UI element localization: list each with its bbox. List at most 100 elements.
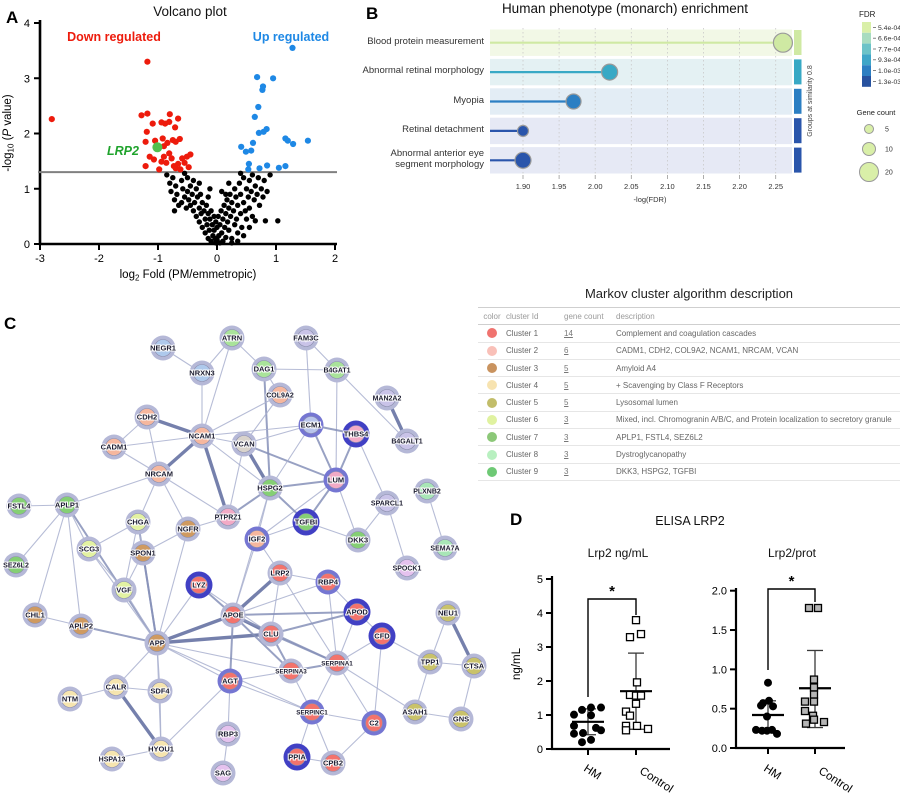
gene-count-link[interactable]: 5 [564,363,569,373]
network-node-SPON1: SPON1 [129,540,157,566]
x-tick-label: 0 [214,253,220,265]
network-edge [142,552,158,644]
volcano-title: Volcano plot [153,4,227,19]
network-edge [15,504,68,566]
gene-count-link[interactable]: 6 [564,346,569,356]
network-node-label: APLP2 [69,621,93,630]
network-edge [156,642,231,682]
y-tick-label: 1.5 [712,625,727,637]
network-node-label: SPON1 [130,548,155,557]
cluster-description: Mixed, incl. Chromogranin A/B/C, and Pro… [616,415,892,425]
y-tick-label: 4 [537,608,543,620]
elisa-left-subtitle: Lrp2 ng/mL [587,546,649,560]
network-node-label: FSTL4 [8,501,32,510]
row-stripe [490,117,792,145]
gene-count-link[interactable]: 5 [564,398,569,408]
cluster-description: Complement and coagulation cascades [616,328,757,338]
y-tick-label: 2.0 [712,586,727,598]
cluster-row: Cluster 5 5 Lysosomal lumen [478,394,900,412]
network-node-ASAH1: ASAH1 [401,699,429,725]
gene-count-link[interactable]: 3 [564,432,569,442]
network-node-label: NRCAM [145,469,173,478]
group-bar [794,118,802,144]
network-node-APP: APP [144,630,170,656]
network-node-FAM3C: FAM3C [292,325,320,351]
network-node-label: ECM1 [301,420,322,429]
x-tick-label: 2.25 [768,182,783,191]
panel-c-label: C [4,314,17,333]
network-node-HSPG2: HSPG2 [256,475,284,501]
network-edge [373,635,383,724]
fdr-legend-label: 1.3e-03 [878,79,900,86]
gene-count-link[interactable]: 3 [564,450,569,460]
axes [550,576,670,751]
network-node-CTSA: CTSA [461,653,487,679]
category-label: Control [816,765,854,795]
network-node-RBP3: RBP3 [215,721,241,747]
lollipop-circle [772,32,794,53]
x-tick-label: 1.90 [516,182,531,191]
cluster-color-dot [487,414,497,425]
network-node-B4GALT1: B4GALT1 [390,428,424,454]
network-node-CDH2: CDH2 [134,404,160,430]
y-tick-label: 0.0 [712,743,727,755]
cluster-id: Cluster 3 [506,363,539,373]
network-edge [156,613,234,645]
network-node-label: CALR [106,682,127,691]
network-node-label: CADM1 [101,442,128,451]
gene-count-link[interactable]: 5 [564,380,569,390]
network-node-label: FAM3C [293,333,319,342]
network-node-label: SDF4 [150,686,170,695]
network-node-label: SERPINA3 [275,668,307,675]
network-node-label: TGFBI [295,517,318,526]
network-node-label: SEMA7A [430,545,459,552]
network-node-SEZ6L2: SEZ6L2 [2,552,30,578]
y-axis-label: ng/mL [511,647,523,680]
volcano-points-not-significant [164,170,281,246]
network-node-label: DAG1 [254,364,275,373]
network-node-VGF: VGF [111,577,137,603]
network-edge [201,394,281,437]
network-node-NTM: NTM [57,686,83,712]
network-node-label: CLU [263,629,278,638]
network-edge [201,424,312,437]
y-tick-label: 0.5 [712,704,727,716]
gene-count-legend-title: Gene count [857,108,897,117]
cluster-row: Cluster 8 3 Dystroglycanopathy [478,446,900,464]
network-node-label: VGF [116,585,132,594]
network-node-label: LUM [328,475,344,484]
gene-count-link[interactable]: 3 [564,467,569,477]
network-node-label: NRXN3 [189,368,214,377]
network-edge [66,504,158,644]
network-node-CFD: CFD [368,622,396,650]
fdr-legend-label: 7.7e-04 [878,46,900,53]
volcano-annotation: Up regulated [253,30,329,44]
cluster-description: Lysosomal lumen [616,398,678,408]
network-node-MAN2A2: MAN2A2 [372,385,402,411]
cluster-color-dot [487,328,497,339]
gene-count-link[interactable]: 14 [564,328,573,338]
network-node-SPARCL1: SPARCL1 [370,490,404,516]
gene-count-circle [864,124,874,134]
network-node-CPB2: CPB2 [320,750,346,776]
x-tick-label: 2.15 [696,182,711,191]
points-Control [621,615,653,735]
network-edge [201,337,233,437]
group-bar [794,59,802,85]
y-tick-label: 1 [537,710,543,722]
network-node-label: CTSA [464,661,485,670]
network-node-label: ATRN [222,333,242,342]
axes [734,588,845,750]
network-node-CADM1: CADM1 [100,434,128,460]
enrichment-row-label: Retinal detachment [402,124,484,135]
gene-count-link[interactable]: 3 [564,415,569,425]
cluster-id: Cluster 7 [506,432,539,442]
significance-star: * [789,573,795,590]
cluster-id: Cluster 2 [506,346,539,356]
network-node-CHGA: CHGA [125,509,151,535]
network-edge [232,614,292,672]
y-tick-label: 3 [537,642,543,654]
cluster-color-dot [487,432,497,443]
